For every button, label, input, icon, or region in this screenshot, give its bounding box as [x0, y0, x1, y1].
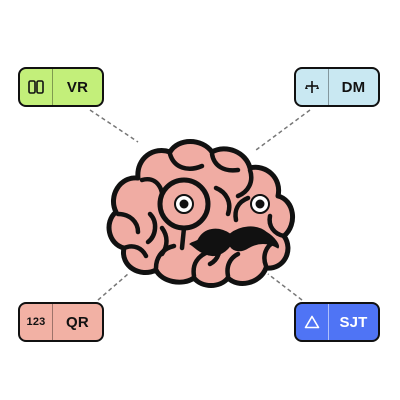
- triangle-icon: [296, 304, 329, 340]
- connector-vr: [89, 109, 139, 143]
- columns-icon: [20, 69, 53, 105]
- numbers-icon: 123: [20, 304, 53, 340]
- left-eye: [174, 194, 194, 214]
- tag-qr[interactable]: 123 QR: [18, 302, 104, 342]
- tag-vr-label: VR: [66, 78, 89, 96]
- tag-qr-label: QR: [66, 313, 89, 331]
- mustache: [189, 226, 279, 257]
- balance-scale-icon: [296, 69, 329, 105]
- tag-sjt-label: SJT: [339, 313, 368, 331]
- brain-mascot: [106, 139, 295, 288]
- tag-sjt[interactable]: SJT: [294, 302, 380, 342]
- tag-dm-label: DM: [341, 78, 366, 96]
- connector-dm: [255, 109, 311, 151]
- connector-sjt: [267, 273, 303, 301]
- tag-vr[interactable]: VR: [18, 67, 104, 107]
- right-eye: [250, 194, 270, 214]
- tag-dm[interactable]: DM: [294, 67, 380, 107]
